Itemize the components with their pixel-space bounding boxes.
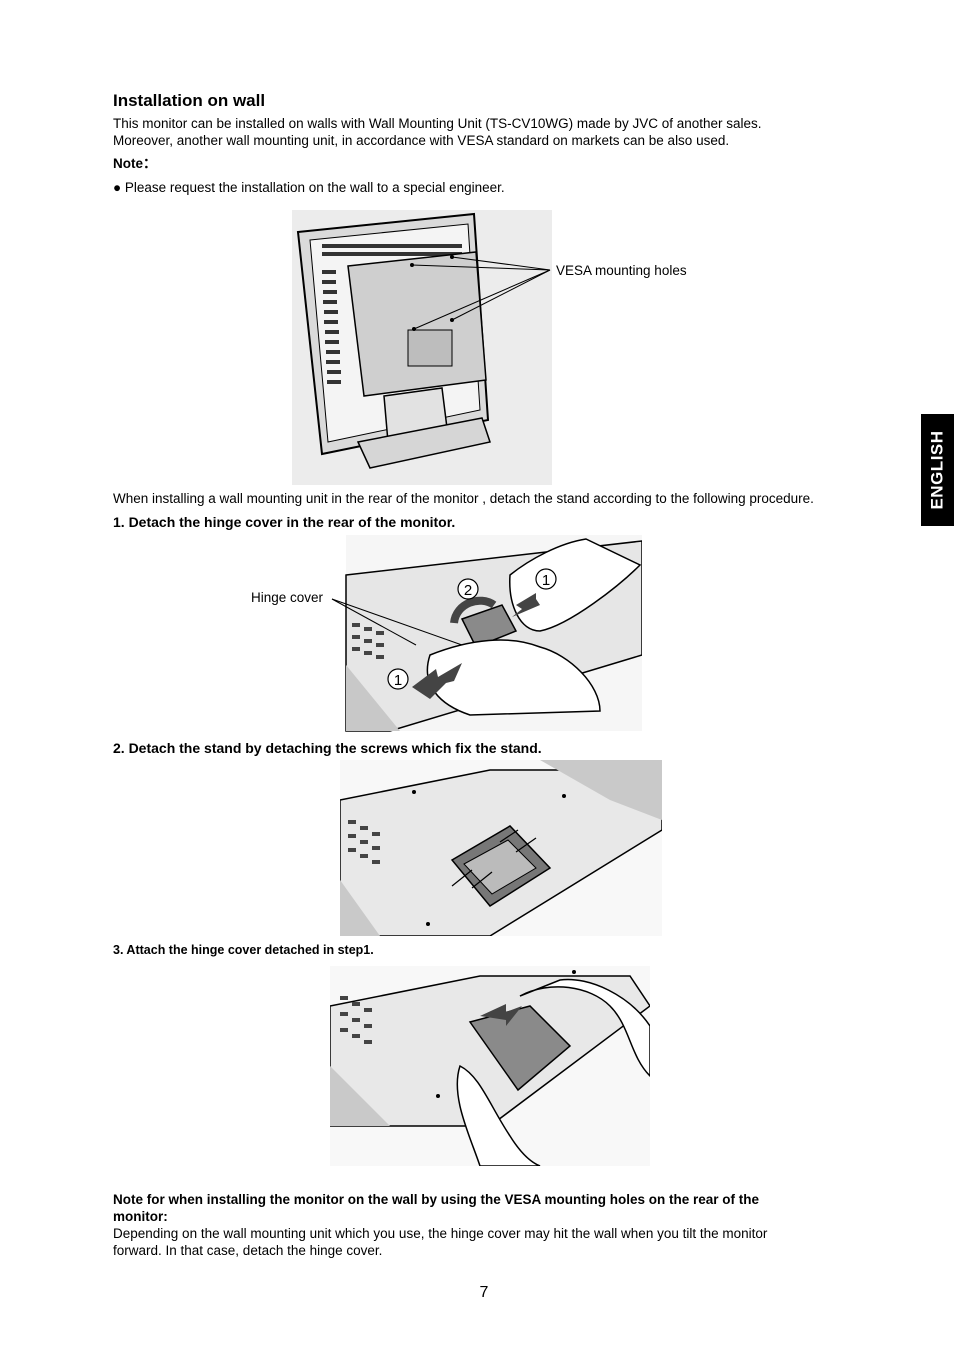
step-3-text: 3. Attach the hinge cover detached in st… <box>113 943 374 957</box>
final-note-body-2: forward. In that case, detach the hinge … <box>113 1243 383 1258</box>
vesa-callout: VESA mounting holes <box>556 263 687 278</box>
monitor-rear-figure: VESA mounting holes <box>292 210 687 485</box>
intro-line-2: Moreover, another wall mounting unit, in… <box>113 133 730 148</box>
hinge-cover-callout: Hinge cover <box>251 590 324 605</box>
marker-1a: 1 <box>542 572 550 589</box>
final-note-title-2: monitor: <box>113 1209 168 1224</box>
section-title: Installation on wall <box>113 91 266 110</box>
note-label: Note： <box>113 156 157 171</box>
step-2-text: 2. Detach the stand by detaching the scr… <box>113 740 542 756</box>
marker-1b: 1 <box>394 672 402 689</box>
step-1-text: 1. Detach the hinge cover in the rear of… <box>113 514 456 530</box>
note-bullet: ● Please request the installation on the… <box>113 180 505 195</box>
language-tab: ENGLISH <box>921 414 954 526</box>
marker-2: 2 <box>464 582 472 599</box>
procedure-intro: When installing a wall mounting unit in … <box>113 491 814 506</box>
intro-line-1: This monitor can be installed on walls w… <box>113 116 762 131</box>
hinge-cover-attach-figure <box>330 966 650 1166</box>
final-note-body-1: Depending on the wall mounting unit whic… <box>113 1226 768 1241</box>
hinge-cover-removal-figure: 2 1 1 Hinge cover <box>251 535 642 732</box>
final-note-title-1: Note for when installing the monitor on … <box>113 1192 760 1207</box>
language-tab-label: ENGLISH <box>927 430 947 510</box>
stand-screws-figure <box>340 760 662 936</box>
page-number: 7 <box>479 1284 489 1301</box>
